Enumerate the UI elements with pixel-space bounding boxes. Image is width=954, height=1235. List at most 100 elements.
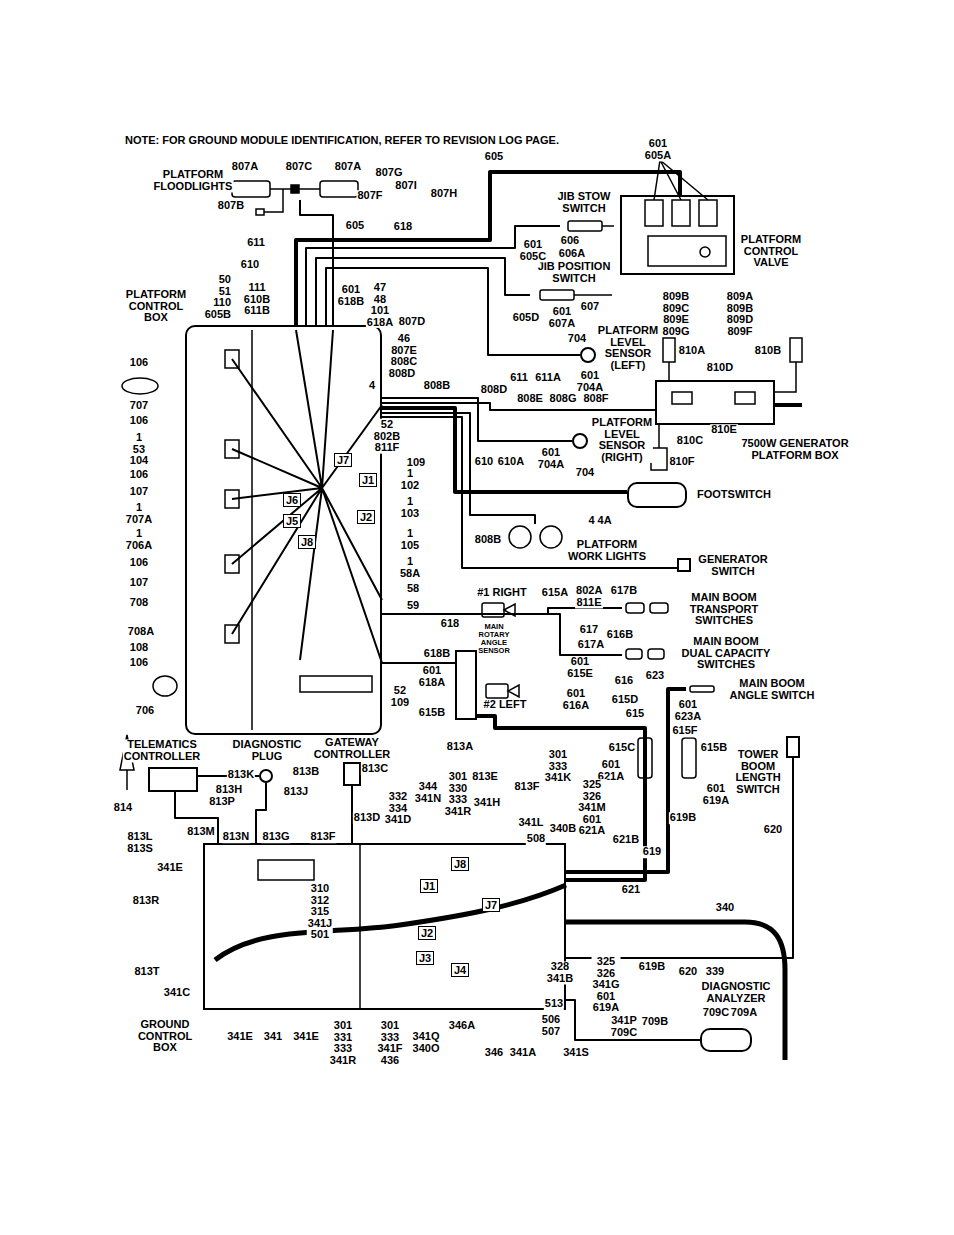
callout-number: 4 4A (587, 515, 612, 527)
callout-number: 107 (129, 577, 149, 589)
connector-plug: J6 (283, 493, 301, 507)
callout-number: 607 (580, 301, 600, 313)
callout-number: 340B (549, 823, 577, 835)
callout-number: 623 (645, 670, 665, 682)
wiring-art (574, 294, 612, 296)
callout-number: 506 507 (541, 1014, 561, 1037)
component: GENERATOR SWITCH (677, 558, 691, 572)
callout-number: 341A (509, 1047, 537, 1059)
component-label: MAIN BOOM ANGLE SWITCH (725, 678, 819, 701)
wiring-art (126, 770, 128, 790)
callout-number: 813R (132, 895, 160, 907)
callout-number: 346A (448, 1020, 476, 1032)
connector-label: J2 (360, 511, 372, 523)
wiring-art (775, 403, 802, 407)
callout-number: 620 (763, 824, 783, 836)
callout-number: 325 326 341M 601 621A (577, 779, 607, 837)
callout-number: 339 (705, 966, 725, 978)
wire-harness (382, 662, 455, 664)
wiring-art (264, 189, 283, 212)
wire-harness (566, 1000, 700, 1040)
callout-number: 813B (292, 766, 320, 778)
component-label: GATEWAY CONTROLLER (313, 737, 391, 760)
callout-number: 810E (710, 424, 738, 436)
component-label: TELEMATICS CONTROLLER (123, 739, 201, 762)
wiring-art (651, 448, 667, 470)
wiring-art (256, 209, 264, 215)
component: DIAGNOSTIC ANALYZER (700, 1028, 752, 1052)
component: PLATFORM CONTROL BOXJ7J1J6J5J2J8 (185, 325, 382, 735)
component-label: MAIN ROTARY ANGLE SENSOR (477, 623, 511, 655)
callout-number: 619 (642, 846, 662, 858)
callout-number: 341L (517, 817, 544, 829)
callout-number: 616B (606, 629, 634, 641)
callout-number: 52 802B 811F (373, 419, 401, 454)
callout-number: 341H (473, 797, 501, 809)
callout-number: 809A 809B 809D 809F (726, 291, 754, 337)
wiring-art (486, 684, 508, 698)
callout-number: 341E (226, 1031, 254, 1043)
component-label: PLATFORM CONTROL VALVE (740, 234, 802, 269)
callout-number: 621 (621, 884, 641, 896)
wire-harness (306, 226, 560, 325)
callout-number: 106 (129, 657, 149, 669)
callout-number: 813D (353, 812, 381, 824)
connector-label: J5 (286, 515, 298, 527)
callout-number: 618B (423, 648, 451, 660)
callout-number: 106 (129, 357, 149, 369)
callout-number: 808F (582, 393, 609, 405)
callout-number: 47 48 101 618A (366, 282, 394, 328)
connector-label: J1 (423, 880, 435, 892)
callout-number: 619B (638, 961, 666, 973)
callout-number: 606 (560, 235, 580, 247)
callout-number: 813F (513, 781, 540, 793)
callout-number: 620 (678, 966, 698, 978)
callout-number: 814 (113, 802, 133, 814)
callout-number: 611 (246, 237, 266, 249)
callout-number: 46 807E 808C (390, 333, 418, 368)
wiring-art (669, 362, 796, 392)
callout-number: 621B (612, 834, 640, 846)
callout-number: 808B (474, 534, 502, 546)
wiring-art (509, 526, 562, 548)
component-label: PLATFORM FLOODLIGHTS (153, 169, 234, 192)
component: MAIN BOOM DUAL CAPACITY SWITCHES (622, 646, 670, 662)
component: MAIN BOOM ANGLE SWITCH (686, 684, 718, 694)
component-label: 7500W GENERATOR PLATFORM BOX (740, 438, 850, 461)
component: JIB POSITION SWITCH (530, 289, 614, 301)
component: PLATFORM LEVEL SENSOR (RIGHT) (572, 433, 588, 449)
callout-number: 610A (497, 456, 525, 468)
callout-number: 58 (406, 583, 420, 595)
wiring-art (672, 392, 692, 404)
callout-number: 813C (361, 763, 389, 775)
callout-number: 813H (215, 784, 243, 796)
callout-number: 341 (263, 1031, 283, 1043)
component: MAIN BOOM TRANSPORT SWITCHES (622, 600, 674, 616)
wiring-art (120, 735, 696, 790)
component: PLATFORM FLOODLIGHTS (232, 176, 358, 200)
wiring-art (258, 860, 314, 880)
callout-number: 301 330 333 341R (444, 771, 472, 817)
wiring-art (232, 330, 382, 663)
callout-number: 513 (544, 998, 564, 1010)
component-label: PLATFORM CONTROL BOX (125, 289, 187, 324)
callout-number: 808B (423, 380, 451, 392)
callout-number: 807A (231, 161, 259, 173)
callout-number: 107 (129, 486, 149, 498)
callout-number: 708 (129, 597, 149, 609)
callout-number: 601 618B (337, 284, 365, 307)
callout-number: NOTE: FOR GROUND MODULE IDENTIFICATION, … (124, 135, 560, 147)
callout-number: 810B (754, 345, 782, 357)
callout-number: 108 (129, 642, 149, 654)
callout-number: 111 610B 611B (243, 282, 271, 317)
callout-number: 810A (678, 345, 706, 357)
callout-number: 813F (309, 831, 336, 843)
component-label: PLATFORM LEVEL SENSOR (LEFT) (597, 325, 659, 371)
callout-number: 808D (480, 384, 508, 396)
callout-number: 106 (129, 415, 149, 427)
component-label: JIB POSITION SWITCH (530, 261, 618, 284)
component-label: DIAGNOSTIC PLUG (231, 739, 302, 762)
callout-number: 619B (669, 812, 697, 824)
callout-number: 807G (375, 167, 404, 179)
wiring-art (672, 200, 690, 226)
